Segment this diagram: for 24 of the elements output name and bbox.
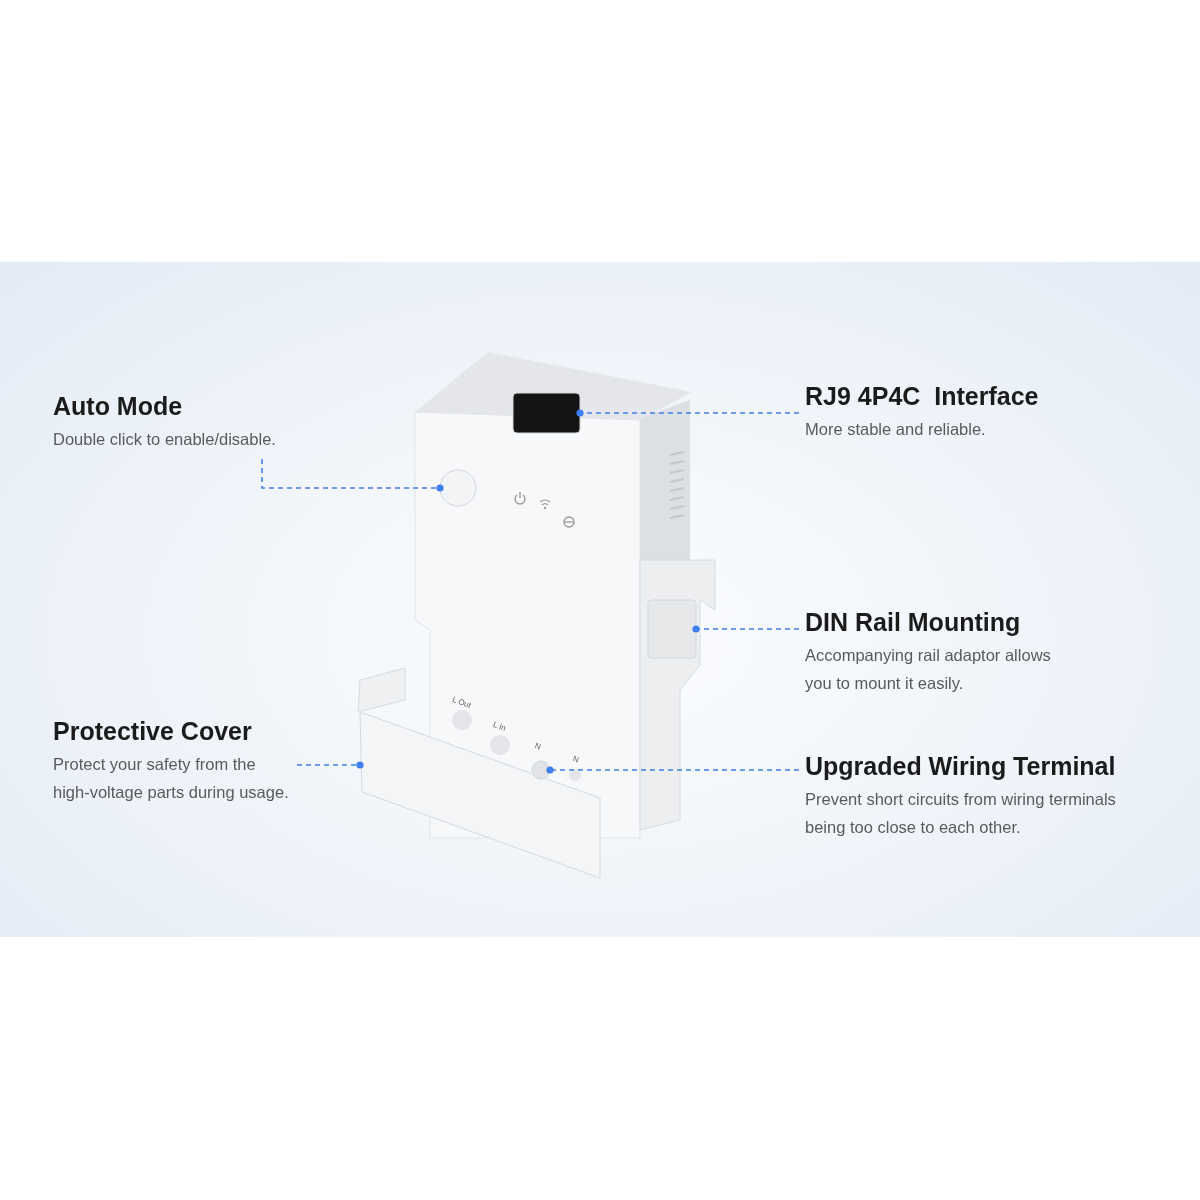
callout-heading: Protective Cover — [53, 717, 252, 746]
callout-heading: DIN Rail Mounting — [805, 608, 1021, 637]
terminal-label: N — [571, 754, 581, 765]
callout-description: Protect your safety from the high-voltage parts during usage. — [53, 754, 290, 803]
protective-cover — [359, 711, 601, 879]
leader-line — [296, 761, 364, 769]
callout-description: Prevent short circuits from wiring terminals being too close to each other. — [805, 789, 1117, 838]
leader-line — [576, 409, 800, 417]
terminal-label: L In — [491, 720, 508, 733]
rail-clip — [647, 599, 697, 659]
button — [439, 469, 477, 507]
leader-line — [546, 766, 800, 774]
callout-heading: Auto Mode — [53, 392, 183, 421]
callout-description: Double click to enable/disable. — [53, 429, 277, 450]
callout-heading: RJ9 4P4C Interface — [805, 382, 1039, 411]
wiring-terminal-hole — [531, 760, 551, 780]
terminal-label: N — [533, 741, 543, 752]
port-socket — [512, 392, 581, 434]
callout-description: Accompanying rail adaptor allows you to mount it easily. — [805, 645, 1052, 694]
leader-line — [692, 625, 800, 633]
leader-line — [261, 458, 444, 492]
callout-description: More stable and reliable. — [805, 419, 987, 440]
terminal-label: L Out — [451, 694, 473, 711]
callout-heading: Upgraded Wiring Terminal — [805, 752, 1116, 781]
